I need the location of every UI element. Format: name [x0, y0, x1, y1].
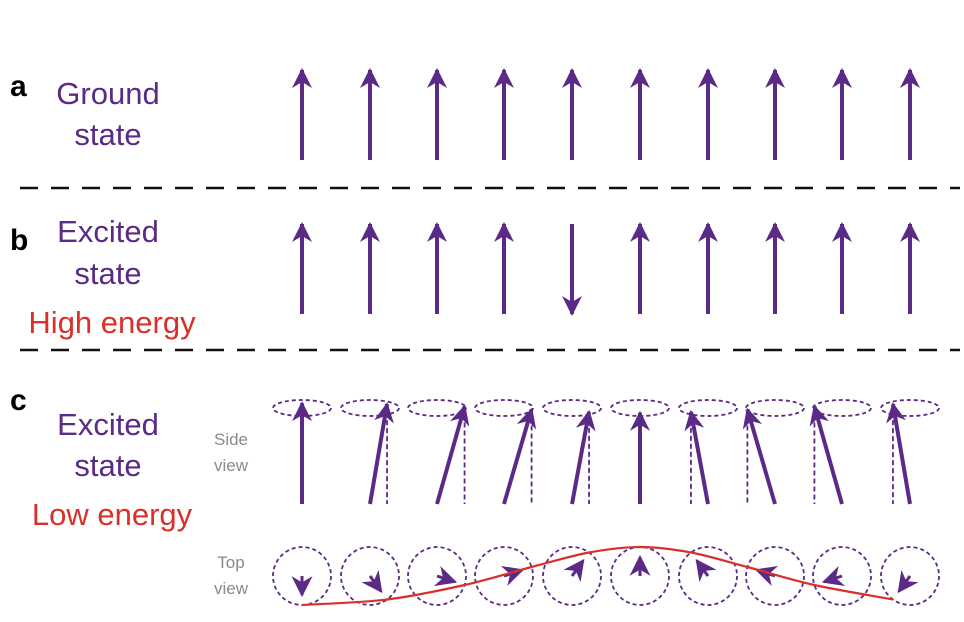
precession-circle — [407, 546, 467, 606]
side-view-spin-2 — [340, 399, 400, 505]
panel-a-label-line1: Ground — [56, 76, 159, 111]
precession-circle — [880, 546, 940, 606]
side-view-spin-7 — [678, 399, 738, 505]
projected-spin-arrow — [563, 558, 585, 583]
panel-a: a Ground state — [10, 68, 920, 160]
precessing-spin-arrow — [435, 404, 470, 505]
precession-circle — [745, 546, 805, 606]
panel-b-spin-row — [292, 222, 920, 316]
top-view-spin-3 — [407, 546, 467, 606]
panel-b-label-line1: Excited — [57, 214, 159, 249]
precession-cone-ellipse — [407, 399, 467, 417]
precessing-spin-arrow — [742, 407, 777, 505]
top-view-spin-10 — [880, 546, 940, 606]
top-view-spin-5 — [542, 546, 602, 606]
precession-circle — [812, 546, 872, 606]
projected-spin-arrow — [433, 566, 458, 587]
precessing-spin-arrow — [809, 404, 844, 505]
panel-c-label-line1: Excited — [57, 407, 159, 442]
precession-circle — [542, 546, 602, 606]
precessing-spin-arrow — [570, 409, 596, 505]
panel-b: b Excited state High energy — [10, 214, 920, 340]
precession-cone-ellipse — [678, 399, 738, 417]
precession-circle — [474, 546, 534, 606]
side-view-label-line2: view — [214, 456, 249, 475]
top-view-spin-6 — [610, 546, 670, 606]
top-view-spin-4 — [474, 546, 534, 606]
panel-b-label-line2: state — [74, 256, 141, 291]
panel-c: c Excited state Low energy Side view Top… — [10, 384, 940, 607]
side-view-spin-8 — [742, 399, 805, 505]
side-view-spin-3 — [407, 399, 470, 505]
top-view-precession-row — [272, 545, 940, 607]
precession-cone-ellipse — [812, 399, 872, 417]
top-view-spin-9 — [812, 546, 872, 606]
precession-cone-ellipse — [745, 399, 805, 417]
precession-cone-ellipse — [880, 399, 940, 417]
panel-a-label-line2: state — [74, 117, 141, 152]
side-view-spin-9 — [809, 399, 872, 505]
side-view-label-line1: Side — [214, 430, 248, 449]
top-view-spin-8 — [745, 546, 805, 606]
precessing-spin-arrow — [502, 407, 537, 505]
projected-spin-arrow — [821, 566, 846, 587]
top-view-label-line2: view — [214, 579, 249, 598]
spin-wave-curve — [301, 545, 894, 607]
projected-spin-arrow — [695, 558, 717, 583]
side-view-spin-5 — [542, 399, 602, 505]
precession-cone-ellipse — [542, 399, 602, 417]
precession-circle — [340, 546, 400, 606]
top-view-spin-1 — [272, 546, 332, 606]
side-view-spin-1 — [272, 399, 332, 504]
precessing-spin-arrow — [368, 402, 394, 505]
panel-c-letter: c — [10, 384, 27, 417]
precessing-spin-arrow — [684, 409, 710, 505]
panel-c-label-line2: state — [74, 448, 141, 483]
top-view-label-line1: Top — [217, 553, 244, 572]
precession-circle — [678, 546, 738, 606]
panel-a-spin-row — [292, 68, 920, 160]
panel-a-letter: a — [10, 70, 27, 103]
projected-spin-arrow — [361, 569, 383, 594]
precession-cone-ellipse — [340, 399, 400, 417]
top-view-spin-2 — [340, 546, 400, 606]
panel-b-energy-label: High energy — [28, 305, 196, 340]
side-view-precession-row — [272, 399, 940, 505]
side-view-spin-4 — [474, 399, 537, 505]
precession-cone-ellipse — [474, 399, 534, 417]
side-view-spin-6 — [610, 399, 670, 504]
panel-c-energy-label: Low energy — [32, 497, 193, 532]
precessing-spin-arrow — [886, 402, 912, 505]
projected-spin-arrow — [897, 569, 919, 594]
panel-b-letter: b — [10, 224, 28, 257]
side-view-spin-10 — [880, 399, 940, 505]
top-view-spin-7 — [678, 546, 738, 606]
